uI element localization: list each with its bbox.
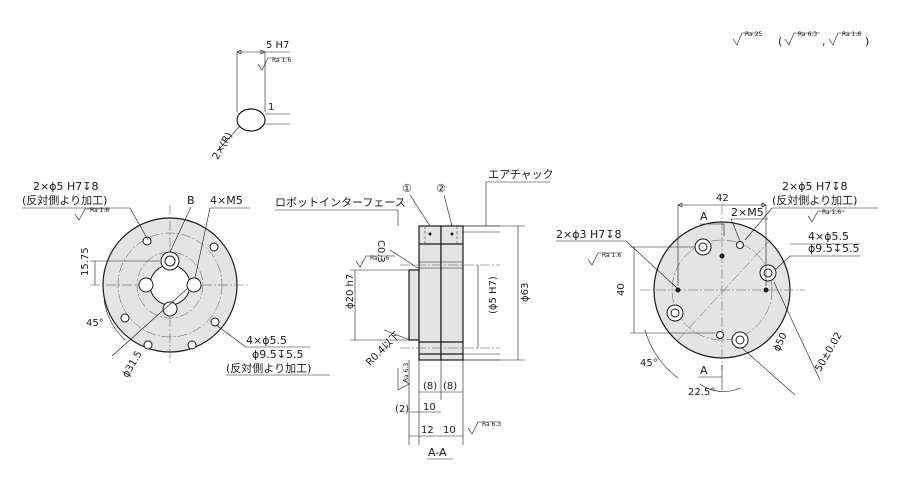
label-2: ② — [436, 182, 446, 195]
air-chuck-label: エアチャック — [488, 168, 554, 181]
section-finish-side: Ra 6.3 — [403, 363, 410, 382]
left-cb-spec: 4×ϕ5.5 — [246, 334, 287, 347]
tap-hole-top — [736, 241, 744, 249]
right-pin-finish: Ra 1.6 — [602, 252, 621, 259]
finish-symbol-icon — [807, 210, 845, 223]
finish-other-b: Ra 1.6 — [842, 31, 861, 38]
tap-hole-bottom — [162, 301, 178, 317]
right-dim-50: 50±0.02 — [813, 331, 844, 374]
dim-8a: (8) — [423, 381, 437, 392]
robot-interface-label: ロボットインターフェース — [275, 196, 406, 209]
left-hole-note: (反対側より加工) — [22, 193, 107, 207]
tap-hole-right — [186, 277, 202, 293]
right-dim-42: 42 — [716, 193, 729, 204]
slot-outline — [236, 108, 266, 132]
finish-other-a: Ra 6.3 — [798, 31, 817, 38]
tap-hole-left — [138, 277, 154, 293]
finish-paren-close: ) — [865, 35, 869, 48]
right-dim-40: 40 — [616, 283, 627, 296]
left-cb-detail: ϕ9.5↧5.5 — [252, 348, 303, 361]
left-dim-45: 45° — [86, 318, 104, 329]
finish-symbol-icon — [355, 255, 395, 268]
spigot — [408, 269, 420, 341]
finish-general: Ra 25 — [745, 31, 762, 38]
finish-symbol-icon — [467, 421, 500, 435]
right-tap-spec: 2×M5 — [731, 206, 764, 219]
left-view: 2×ϕ5 H7↧8 (反対側より加工) Ra 1.6 B 4×M5 15.75 … — [22, 180, 330, 380]
right-hole-spec: 2×ϕ5 H7↧8 — [782, 180, 847, 193]
right-cb-detail: ϕ9.5↧5.5 — [808, 242, 859, 255]
right-pin-spec: 2×ϕ3 H7↧8 — [556, 228, 621, 241]
left-tap-spec: 4×M5 — [210, 194, 243, 207]
left-hole-spec: 2×ϕ5 H7↧8 — [33, 180, 98, 193]
left-dim-15-75: 15.75 — [80, 247, 91, 276]
right-cb-spec: 4×ϕ5.5 — [808, 230, 849, 243]
chamfer-dim: C0.3 — [375, 240, 386, 263]
tap-hole-lower — [716, 331, 724, 339]
finish-symbol-icon — [257, 57, 290, 71]
dim-12: 12 — [421, 425, 434, 436]
section-finish-bottom: Ra 6.3 — [482, 421, 501, 428]
right-dim-45: 45° — [640, 358, 658, 369]
surface-finish-legend: Ra 25 ( Ra 6.3 , Ra 1.6 ) — [732, 31, 869, 48]
dim-2: (2) — [395, 404, 409, 415]
plate-1 — [418, 225, 442, 361]
pin-hole-left — [675, 287, 681, 293]
section-view: ① ② エアチャック ロボットインターフェース C0.3 Ra 1.6 ϕ20 … — [275, 168, 554, 460]
left-cb-note: (反対側より加工) — [226, 361, 311, 375]
slot-width-dim: 5 H7 — [266, 40, 289, 51]
finish-symbol-icon — [732, 32, 760, 46]
detail-r: 5 H7 Ra 1.6 1 2×(R) — [211, 40, 292, 162]
right-dim-22-5: 22.5° — [688, 387, 715, 398]
center-bore — [149, 264, 191, 306]
finish-separator: , — [822, 35, 826, 48]
label-a-bottom: A — [700, 364, 708, 377]
dia5-dim: (ϕ5 H7) — [488, 276, 499, 314]
right-view: 42 2×ϕ5 H7↧8 (反対側より加工) Ra 1.6 A 2×M5 2×ϕ… — [556, 180, 878, 398]
radius-note: R0.4以下 — [364, 330, 402, 368]
label-1: ① — [402, 182, 412, 195]
finish-symbol-icon — [784, 32, 820, 46]
label-b: B — [187, 194, 195, 207]
dim-10b: 10 — [443, 425, 456, 436]
right-dim-dia50: ϕ50 — [772, 331, 790, 353]
finish-paren-open: ( — [778, 35, 782, 48]
radius-label: 2×(R) — [211, 131, 235, 162]
left-dim-dia31-5: ϕ31.5 — [121, 349, 145, 380]
dim-8b: (8) — [443, 381, 457, 392]
plate-2 — [440, 225, 464, 361]
right-hole-finish: Ra 1.6 — [822, 209, 841, 216]
section-finish-ra16: Ra 1.6 — [370, 255, 389, 262]
dia63-dim: ϕ63 — [520, 283, 531, 302]
finish-symbol-icon — [397, 368, 410, 391]
dia20-dim: ϕ20 h7 — [345, 274, 356, 309]
finish-symbol-icon — [587, 252, 622, 266]
slot-depth-dim: 1 — [268, 102, 274, 113]
label-a-top: A — [700, 210, 708, 223]
right-hole-note: (反対側より加工) — [772, 193, 857, 207]
finish-symbol-icon — [828, 32, 862, 46]
dim-10a: 10 — [423, 402, 436, 413]
finish-symbol-icon — [74, 208, 110, 221]
section-label: A-A — [428, 446, 447, 459]
slot-finish: Ra 1.6 — [272, 57, 291, 64]
pin-hole-right — [763, 287, 769, 293]
left-hole-finish: Ra 1.6 — [90, 207, 109, 214]
